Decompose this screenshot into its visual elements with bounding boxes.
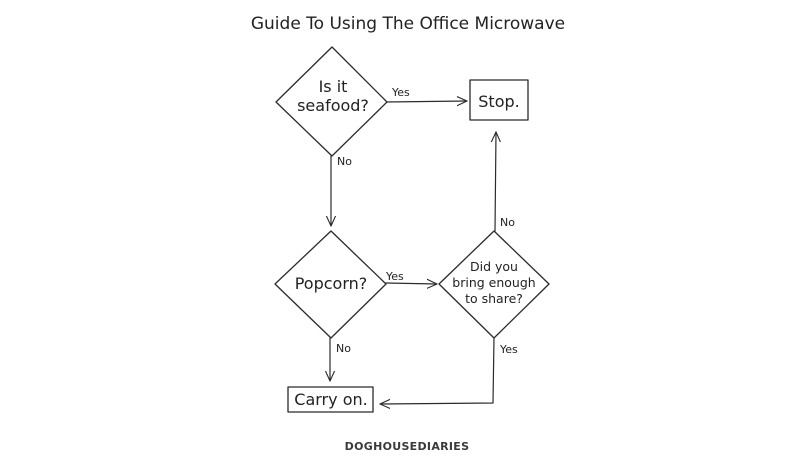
edge-share-to-stop: No <box>495 131 515 232</box>
share-question-line-1: Did you <box>470 259 518 274</box>
seafood-question-line-1: Is it <box>319 77 348 96</box>
diagram-title: Guide To Using The Office Microwave <box>251 14 565 34</box>
edge-share-to-carry-on: Yes <box>379 337 518 404</box>
decision-node-seafood: Is it seafood? <box>275 46 388 157</box>
terminal-node-carry-on: Carry on. <box>287 386 374 413</box>
decision-node-popcorn: Popcorn? <box>274 230 387 339</box>
share-question-line-2: bring enough <box>452 275 535 290</box>
decision-node-share: Did you bring enough to share? <box>438 230 550 339</box>
popcorn-question: Popcorn? <box>295 274 368 293</box>
edge-label-seafood-yes: Yes <box>391 86 410 99</box>
stop-label: Stop. <box>478 92 519 111</box>
terminal-node-stop: Stop. <box>469 79 529 121</box>
edge-label-popcorn-no: No <box>336 342 351 355</box>
edge-label-share-yes: Yes <box>499 343 518 356</box>
edge-label-popcorn-yes: Yes <box>385 270 404 283</box>
edge-seafood-to-stop: Yes <box>385 86 468 102</box>
carry-on-label: Carry on. <box>294 390 367 409</box>
share-question-line-3: to share? <box>465 291 523 306</box>
edge-seafood-to-popcorn: No <box>331 155 352 227</box>
edge-label-share-no: No <box>500 216 515 229</box>
edge-popcorn-to-carry-on: No <box>330 337 351 382</box>
edge-popcorn-to-share: Yes <box>385 270 438 284</box>
seafood-question-line-2: seafood? <box>297 96 369 115</box>
edge-label-seafood-no: No <box>337 155 352 168</box>
brand-credit: DOGHOUSEDIARIES <box>345 440 470 453</box>
